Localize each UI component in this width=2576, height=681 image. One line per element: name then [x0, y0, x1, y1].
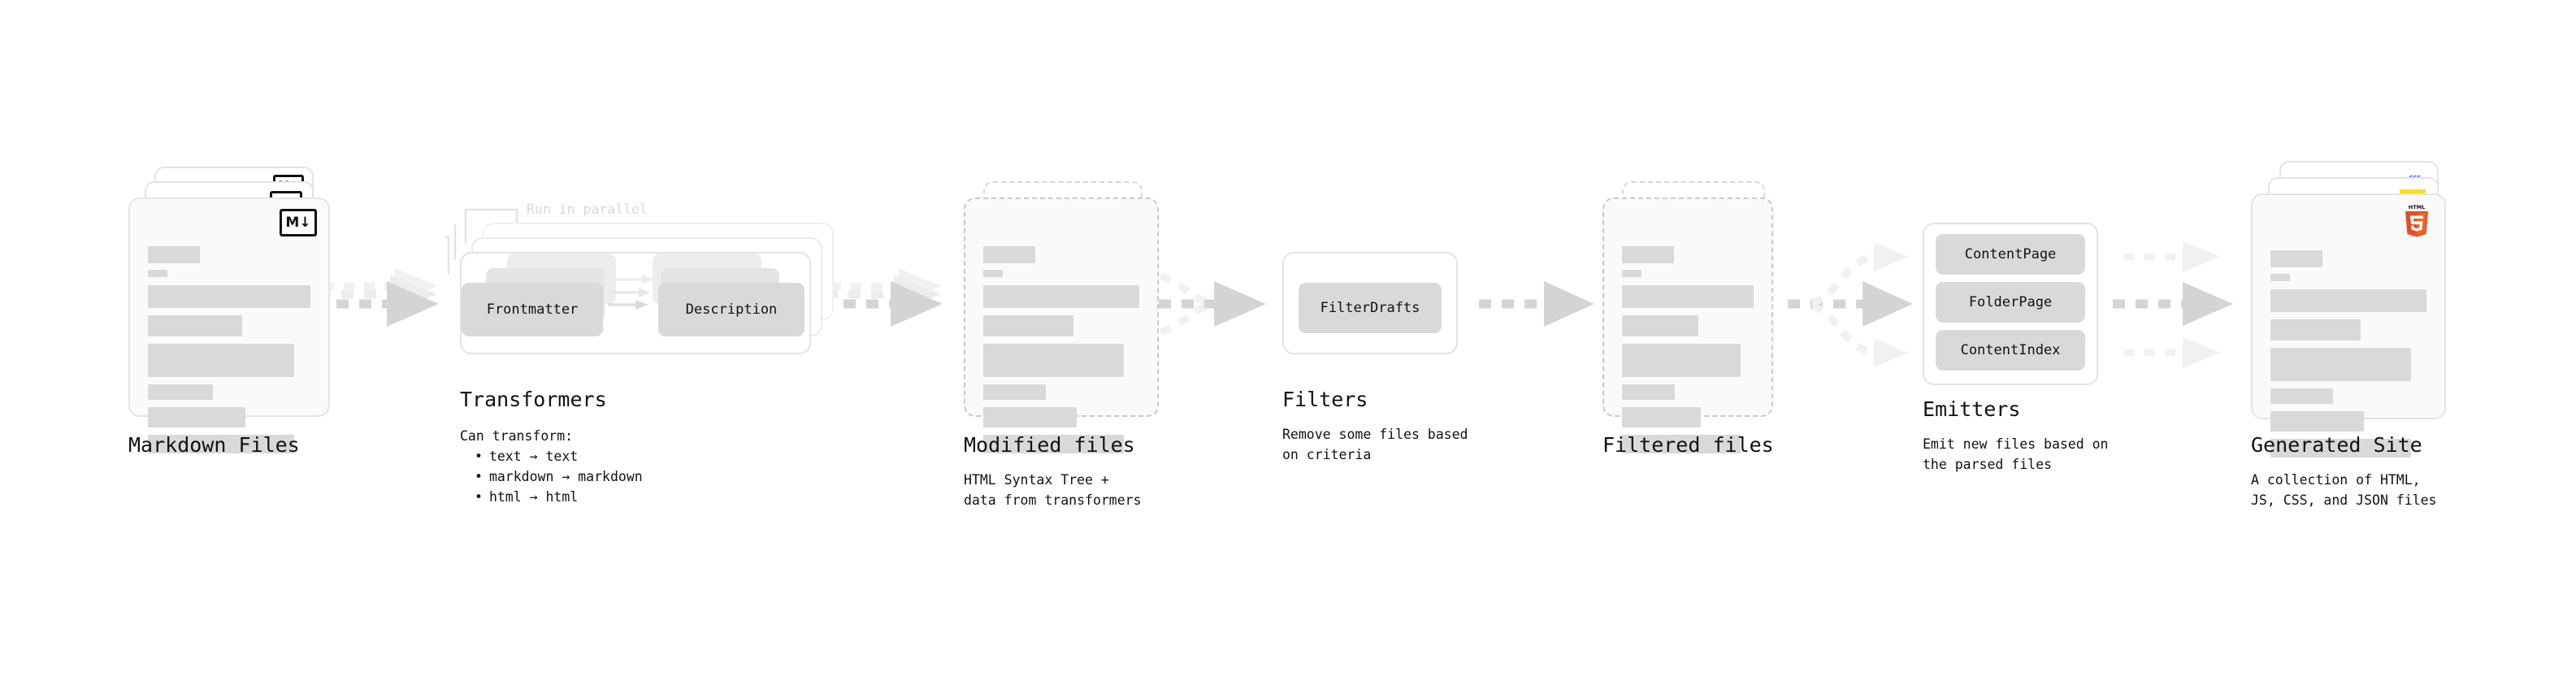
content-bar — [148, 315, 242, 336]
content-bar — [2270, 289, 2426, 312]
content-bar — [1622, 344, 1741, 377]
markdown-card-front: M↓ — [128, 197, 330, 453]
emitter-chip-contentindex-label: ContentIndex — [1960, 342, 2061, 358]
content-bar — [1622, 407, 1702, 427]
connector-md-to-transformers — [314, 268, 439, 327]
html5-icon: HTML — [2400, 203, 2433, 241]
transformer-chip-frontmatter[interactable]: Frontmatter — [462, 283, 603, 336]
emitter-chip-folderpage[interactable]: FolderPage — [1936, 282, 2085, 323]
content-bar — [148, 270, 167, 277]
emitter-chip-contentpage[interactable]: ContentPage — [1936, 234, 2085, 275]
run-in-parallel-label: Run in parallel — [527, 202, 648, 217]
content-bar — [148, 344, 294, 377]
stage-subtitle-modified-files: HTML Syntax Tree + data from transformer… — [964, 472, 1142, 508]
content-bar — [983, 384, 1046, 400]
content-bar — [2270, 348, 2411, 381]
content-bar — [1622, 315, 1698, 336]
content-bar — [983, 435, 1124, 453]
content-bar — [1622, 384, 1675, 400]
stage-subtitle-generated-site: A collection of HTML, JS, CSS, and JSON … — [2251, 472, 2437, 508]
connector-transformers-to-modified — [821, 268, 943, 327]
content-bar — [148, 407, 245, 427]
emitter-chip-folderpage-label: FolderPage — [1968, 294, 2053, 310]
content-bar — [148, 384, 213, 400]
markdown-card-content — [148, 241, 310, 453]
filter-chip-filterdrafts-label: FilterDrafts — [1320, 300, 1420, 316]
filter-chip-filterdrafts[interactable]: FilterDrafts — [1299, 283, 1442, 333]
stage-title-markdown-files: Markdown Files — [128, 433, 300, 457]
transformers-bullets: Can transform: text → text markdown → ma… — [460, 426, 643, 507]
transformers-bullet-item: markdown → markdown — [475, 466, 643, 487]
transformers-bullet-item: html → html — [475, 487, 643, 507]
content-bar — [1622, 435, 1741, 453]
stage-subtitle-filters: Remove some files based on criteria — [1282, 427, 1468, 462]
connector-filtered-to-emitters — [1788, 242, 1913, 367]
content-bar — [2270, 319, 2361, 340]
content-bar — [983, 270, 1003, 277]
modified-card-front — [964, 197, 1159, 453]
connector-emitters-to-site — [2113, 241, 2233, 368]
transformers-bullet-item: text → text — [475, 446, 643, 466]
content-bar — [983, 344, 1124, 377]
transformer-chip-description[interactable]: Description — [658, 283, 804, 336]
content-bar — [983, 407, 1078, 427]
modified-card-content — [983, 241, 1139, 453]
transformers-bullets-lead: Can transform: — [460, 428, 574, 444]
connector-modified-to-filters — [1136, 269, 1266, 339]
content-bar — [983, 246, 1035, 263]
generated-card-content — [2270, 245, 2426, 458]
content-bar — [1622, 270, 1641, 277]
content-bar — [2270, 274, 2290, 281]
stage-title-transformers: Transformers — [460, 388, 607, 411]
content-bar — [1622, 285, 1754, 308]
transformer-chip-frontmatter-label: Frontmatter — [486, 301, 579, 318]
filtered-card-front — [1602, 197, 1773, 453]
emitter-chip-contentpage-label: ContentPage — [1964, 246, 2057, 262]
generated-card-front-html: HTML — [2251, 193, 2446, 458]
content-bar — [1622, 246, 1674, 263]
content-bar — [148, 435, 294, 453]
svg-text:HTML: HTML — [2409, 204, 2425, 210]
markdown-icon: M↓ — [280, 209, 317, 236]
stage-subtitle-emitters: Emit new files based on the parsed files — [1923, 436, 2109, 472]
content-bar — [2270, 388, 2333, 404]
content-bar — [2270, 439, 2411, 458]
content-bar — [983, 285, 1139, 308]
emitter-chip-contentindex[interactable]: ContentIndex — [1936, 330, 2085, 371]
content-bar — [2270, 250, 2322, 267]
filtered-card-content — [1622, 241, 1754, 453]
html5-icon-svg: HTML — [2405, 204, 2428, 237]
content-bar — [2270, 411, 2365, 432]
transformer-chip-description-label: Description — [685, 301, 778, 318]
stage-title-generated-site: Generated Site — [2251, 433, 2422, 457]
stage-title-modified-files: Modified files — [964, 433, 1135, 457]
content-bar — [148, 246, 200, 263]
stage-title-filtered-files: Filtered files — [1602, 433, 1774, 457]
content-bar — [148, 285, 310, 308]
connector-filters-to-filtered — [1479, 281, 1594, 327]
stage-title-emitters: Emitters — [1923, 397, 2021, 421]
stage-title-filters: Filters — [1282, 388, 1368, 411]
content-bar — [983, 315, 1074, 336]
